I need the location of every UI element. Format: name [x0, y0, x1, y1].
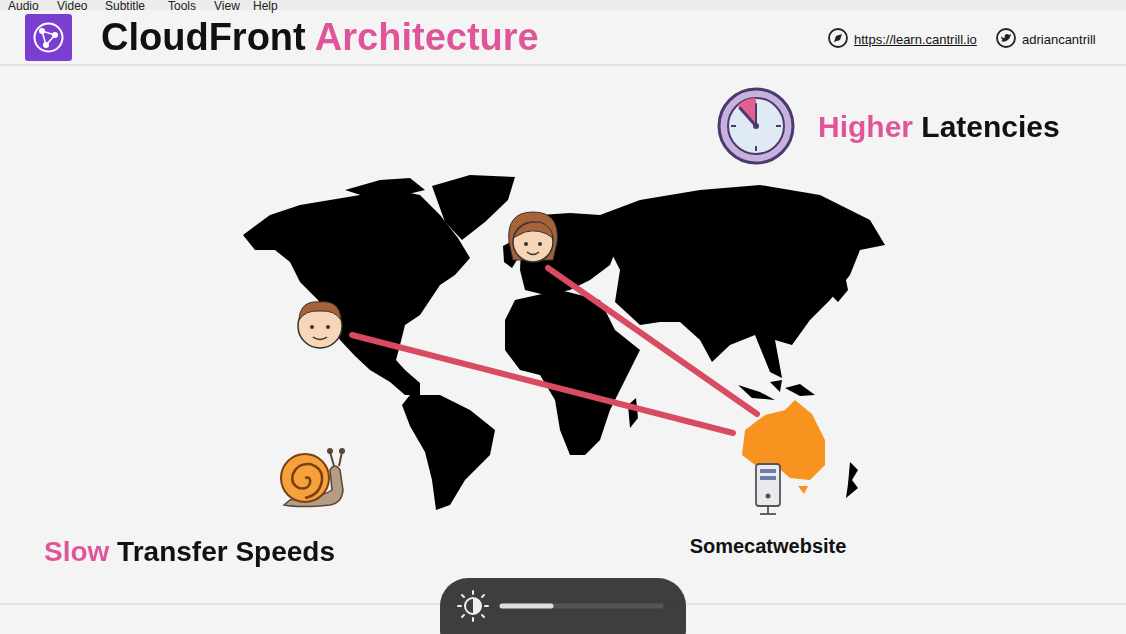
problem-heading-holder: Higher Latencies	[818, 109, 1060, 145]
menu-item: Subtitle	[105, 0, 145, 13]
south-america	[402, 395, 495, 510]
twitter-handle-holder: adriancantrill	[1022, 30, 1096, 48]
cloudfront-logo	[25, 14, 72, 61]
menu-item-holder: Help	[253, 0, 278, 14]
twitter-icon	[997, 29, 1015, 47]
twitter-handle: adriancantrill	[1022, 32, 1096, 48]
slide-title-holder: CloudFront Architecture	[101, 15, 539, 61]
menu-item: View	[214, 0, 240, 13]
snail-icon	[281, 448, 345, 507]
brightness-overlay	[440, 578, 686, 634]
server-node: Somecatwebsite	[686, 462, 851, 558]
user-face	[509, 212, 558, 262]
latency-line	[548, 268, 757, 414]
slide-title: CloudFront Architecture	[101, 15, 539, 61]
clock-icon	[719, 89, 793, 163]
node-label: Somecatwebsite	[690, 534, 847, 558]
indonesia	[738, 380, 815, 400]
latency-line	[352, 335, 733, 433]
north-america	[243, 190, 470, 395]
menu-item-holder: View	[214, 0, 240, 14]
menu-item-holder: Subtitle	[105, 0, 145, 14]
menu-item: Help	[253, 0, 278, 13]
madagascar	[628, 398, 638, 428]
header-rule	[0, 64, 1126, 66]
menu-item: Video	[57, 0, 87, 13]
arctic-islands	[345, 178, 425, 198]
menu-item: Tools	[168, 0, 196, 13]
menu-item-holder: Audio	[8, 0, 39, 14]
problem-heading-holder: Slow Transfer Speeds	[44, 535, 335, 569]
website-link: https://learn.cantrill.io	[854, 32, 977, 48]
world-map	[243, 175, 885, 510]
new-zealand	[846, 462, 858, 498]
website-link-holder: https://learn.cantrill.io	[854, 30, 977, 48]
problem-heading: Slow Transfer Speeds	[44, 535, 335, 569]
menu-item-holder: Tools	[168, 0, 196, 14]
greenland	[432, 175, 515, 240]
asia	[600, 185, 885, 378]
user-face	[298, 302, 342, 348]
web-icon	[829, 29, 847, 47]
problem-heading: Higher Latencies	[818, 109, 1060, 145]
menu-item-holder: Video	[57, 0, 87, 14]
japan	[832, 270, 848, 302]
server-icon	[748, 462, 788, 518]
menu-item: Audio	[8, 0, 39, 13]
